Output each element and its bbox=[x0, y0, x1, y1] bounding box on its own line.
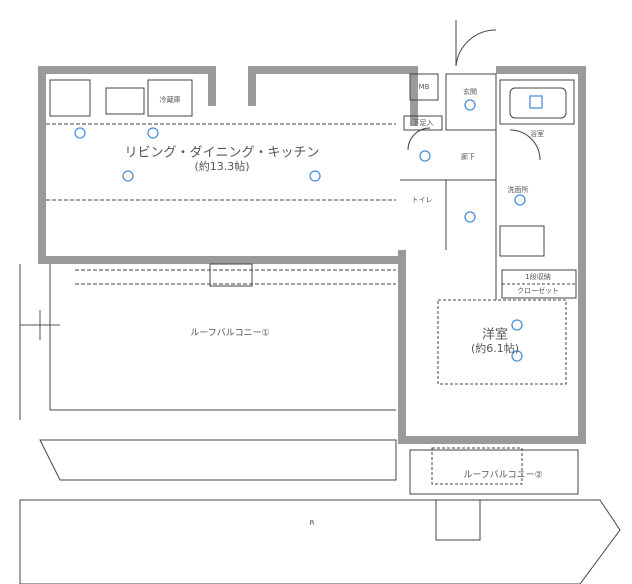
room-label-ldk: リビング・ダイニング・キッチン bbox=[124, 145, 320, 161]
room-label-bath: 浴室 bbox=[530, 130, 544, 138]
room-label-closet: クローゼット bbox=[517, 287, 559, 295]
room-label-storage: 1段収納 bbox=[525, 273, 551, 281]
room-label-entrance: 玄関 bbox=[463, 88, 477, 96]
interior-lines bbox=[19, 20, 621, 584]
room-size-ldk: (約13.3帖) bbox=[194, 160, 250, 173]
walls bbox=[38, 66, 586, 444]
room-label-shoe: 下足入 bbox=[412, 119, 434, 127]
compass-icon bbox=[20, 310, 60, 340]
fixtures bbox=[74, 95, 543, 362]
room-label-mb: MB bbox=[418, 83, 430, 91]
room-size-western: (約6.1帖) bbox=[470, 342, 520, 355]
fridge-label: 冷蔵庫 bbox=[159, 96, 181, 104]
room-label-toilet: トイレ bbox=[411, 196, 433, 204]
room-label-roof-balcony-2: ルーフバルコニー② bbox=[463, 470, 543, 481]
room-label-hallway: 廊下 bbox=[461, 153, 475, 161]
room-label-roof-balcony-1: ルーフバルコニー① bbox=[190, 328, 270, 339]
bottom-mark: R bbox=[309, 519, 315, 527]
room-label-washroom: 洗面所 bbox=[507, 186, 529, 194]
room-label-western: 洋室 bbox=[481, 327, 509, 343]
